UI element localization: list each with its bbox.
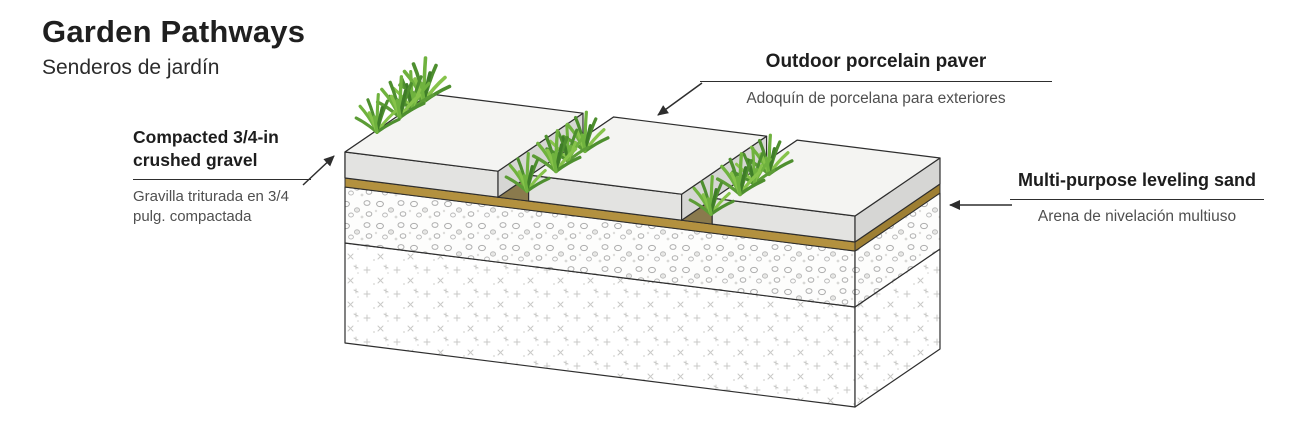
page-subtitle: Senderos de jardín	[42, 56, 220, 79]
callout-sand: Multi-purpose leveling sand Arena de niv…	[1010, 168, 1264, 227]
callout-paver: Outdoor porcelain paver Adoquín de porce…	[700, 50, 1052, 109]
callout-sand-title: Multi-purpose leveling sand	[1010, 168, 1264, 200]
heading-block: Garden Pathways Senderos de jardín	[42, 14, 305, 81]
leader-arrow-paver	[657, 82, 703, 116]
callout-sand-subtitle: Arena de nivelación multiuso	[1037, 208, 1237, 225]
callout-paver-title: Outdoor porcelain paver	[700, 50, 1052, 82]
callout-gravel-title: Compacted 3/4-in crushed gravel	[133, 126, 311, 180]
callout-paver-subtitle: Adoquín de porcelana para exteriores	[746, 90, 1006, 107]
callout-gravel-subtitle: Gravilla triturada en 3/4 pulg. compacta…	[133, 188, 289, 225]
callout-gravel: Compacted 3/4-in crushed gravel Gravilla…	[133, 126, 311, 227]
page-title: Garden Pathways	[42, 14, 306, 49]
leader-arrow-gravel	[302, 155, 335, 186]
